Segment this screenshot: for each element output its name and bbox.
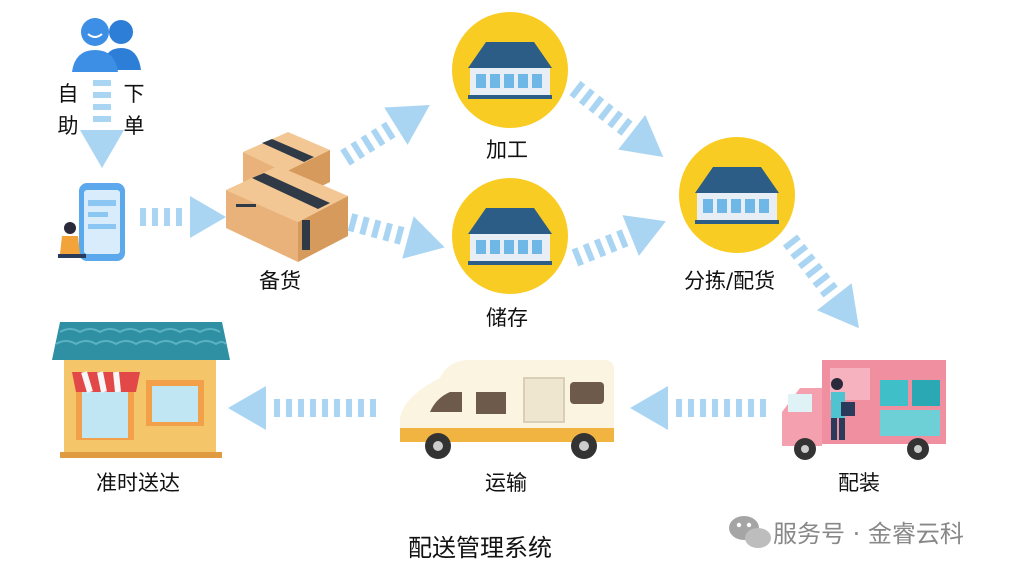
shop-icon [52, 322, 230, 458]
wechat-icon [729, 516, 771, 548]
storage-label: 储存 [486, 306, 528, 330]
arrow-icon [347, 213, 445, 259]
rv-vehicle-icon [400, 360, 614, 459]
users-icon [72, 18, 141, 72]
watermark-text: 服务号 · 金睿云科 [773, 520, 964, 548]
place-order-label: 下单 [123, 82, 145, 138]
processing-warehouse-icon [452, 12, 568, 128]
arrow-icon [340, 105, 430, 166]
arrow-icon [228, 386, 376, 430]
sorting-warehouse-icon [679, 137, 795, 253]
arrow-icon [140, 196, 226, 238]
phone-order-icon [58, 183, 125, 261]
self-service-label: 自助 [57, 82, 79, 138]
sorting-label: 分拣/配货 [684, 269, 776, 293]
arrow-icon [782, 234, 859, 329]
storage-warehouse-icon [452, 178, 568, 294]
delivery-label: 准时送达 [96, 471, 180, 495]
stock-prep-label: 备货 [259, 269, 301, 293]
transport-label: 运输 [485, 471, 527, 495]
boxes-icon [226, 132, 348, 262]
arrow-icon [630, 386, 766, 430]
loading-label: 配装 [838, 471, 880, 495]
arrow-icon [571, 215, 666, 267]
truck-icon [782, 360, 946, 460]
flow-arrows [80, 80, 859, 430]
diagram-title: 配送管理系统 [408, 534, 552, 562]
processing-label: 加工 [486, 138, 528, 162]
arrow-icon [569, 80, 664, 157]
arrow-icon [80, 80, 124, 168]
